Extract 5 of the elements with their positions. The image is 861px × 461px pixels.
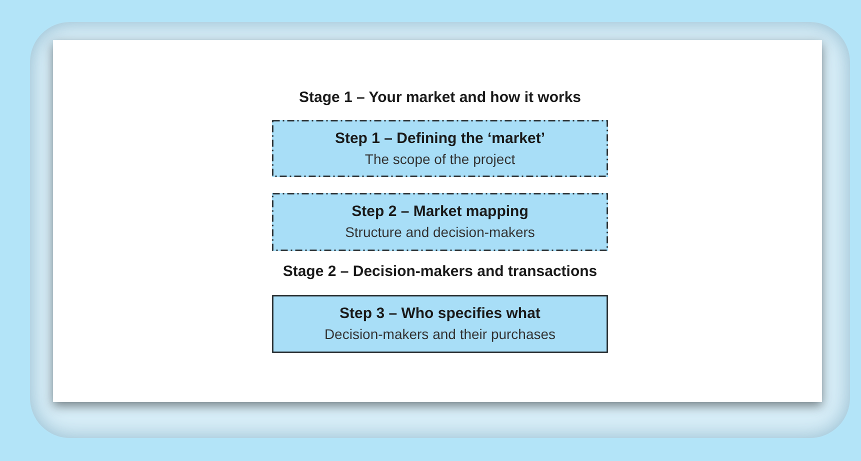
- step-box: Step 1 – Defining the ‘market’ The scope of the project: [272, 120, 608, 177]
- stage-heading: Stage 2 – Decision-makers and transactions: [282, 262, 598, 282]
- step-box: Step 2 – Market mapping Structure and decision-makers: [272, 193, 608, 251]
- stage-heading: Stage 1 – Your market and how it works: [298, 88, 582, 108]
- step-box: Step 3 – Who specifies what Decision-makers and their purchases: [272, 295, 608, 353]
